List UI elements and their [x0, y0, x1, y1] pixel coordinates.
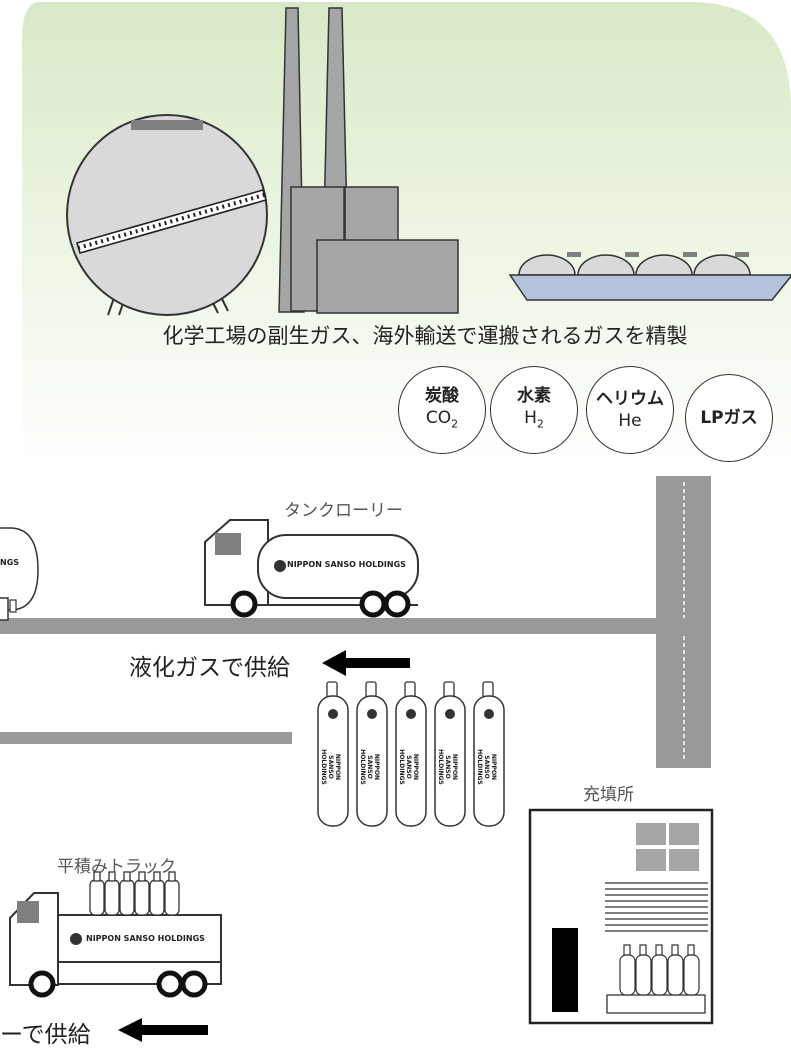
partial-storage-tank	[0, 527, 39, 621]
gas-bubble-lpg: LPガス	[685, 374, 773, 462]
horizontal-road	[0, 618, 711, 634]
lower-road	[0, 732, 292, 744]
lorry-company-name: NIPPON SANSO HOLDINGS	[287, 560, 406, 569]
partial-tank-text: NGS	[0, 558, 20, 567]
header-caption: 化学工場の副生ガス、海外輸送で運搬されるガスを精製	[162, 324, 688, 348]
gas-formula: CO2	[425, 407, 459, 431]
cylinder-label-2: NIPPON SANSO HOLDINGS	[359, 749, 380, 785]
gas-name: 炭酸	[425, 385, 459, 406]
truck-company-name: NIPPON SANSO HOLDINGS	[86, 934, 205, 943]
gas-formula: He	[618, 411, 642, 431]
cylinder-label-1: NIPPON SANSO HOLDINGS	[320, 749, 341, 785]
filling-station-label: 充填所	[583, 785, 634, 805]
supply-arrow-icon	[322, 650, 410, 676]
lng-carrier-ship	[508, 252, 791, 301]
gas-name: 水素	[517, 385, 551, 406]
gas-formula: H2	[524, 407, 544, 431]
cylinder-label-5: NIPPON SANSO HOLDINGS	[476, 749, 497, 785]
gas-bubble-co2: 炭酸 CO2	[398, 366, 486, 454]
supply-arrow-icon-lower	[118, 1018, 208, 1042]
liquefied-supply-label: 液化ガスで供給	[129, 655, 290, 681]
flatbed-truck	[9, 871, 222, 998]
cylinder-label-4: NIPPON SANSO HOLDINGS	[437, 749, 458, 785]
gas-bubble-h2: 水素 H2	[490, 366, 578, 454]
gas-bubble-he: ヘリウム He	[586, 366, 674, 454]
industrial-background-panel	[22, 2, 791, 470]
tank-lorry-label: タンクローリー	[284, 501, 403, 521]
gas-name: ヘリウム	[596, 389, 664, 409]
gas-name: LPガス	[700, 408, 758, 428]
spherical-gas-tank	[66, 114, 268, 316]
factory-with-chimneys	[278, 7, 459, 314]
tank-lorry	[204, 519, 419, 618]
flatbed-truck-label: 平積みトラック	[57, 857, 176, 877]
gas-cylinders	[317, 681, 505, 827]
filling-station-building	[528, 808, 714, 1025]
cylinder-label-3: NIPPON SANSO HOLDINGS	[398, 749, 419, 785]
